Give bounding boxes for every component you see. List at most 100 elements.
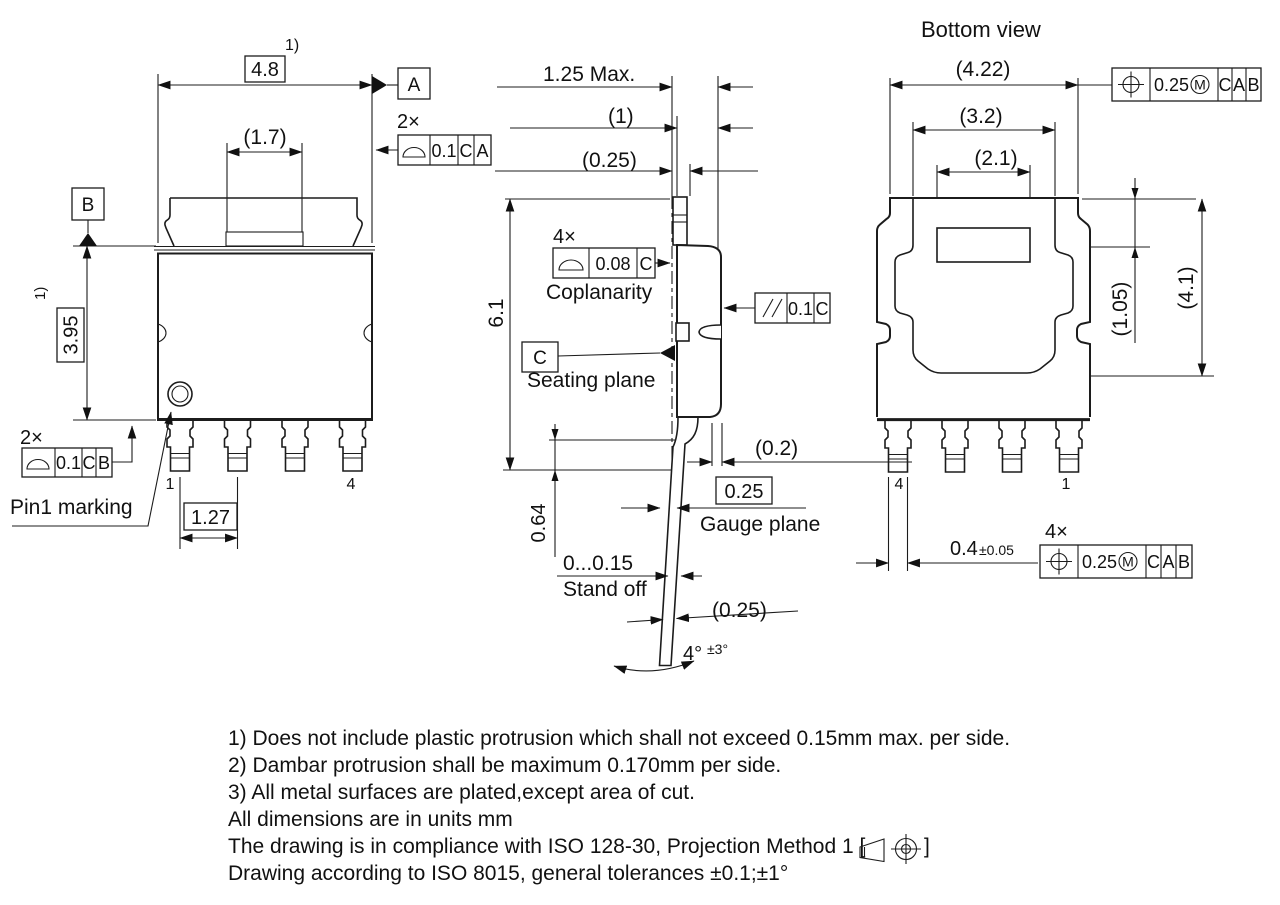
pin xyxy=(941,421,969,473)
dim-height: 3.95 xyxy=(61,316,83,355)
note-2: 2) Dambar protrusion shall be maximum 0.… xyxy=(228,754,781,777)
coplanarity-qty: 4× xyxy=(553,226,576,248)
note-5-prefix: The drawing is in compliance with ISO 12… xyxy=(228,835,865,858)
datum-triangle-icon xyxy=(372,76,387,94)
datum-b-box xyxy=(71,187,105,221)
datum-a: A xyxy=(372,67,431,100)
pin1-marking-dot xyxy=(167,381,193,407)
position-top-d3: B xyxy=(1247,75,1259,95)
side-bump-edge xyxy=(675,322,690,342)
dim-max-height: 1.25 Max. xyxy=(543,63,635,86)
datum-c-box xyxy=(521,341,559,373)
position-bottom-d2: A xyxy=(1162,552,1174,572)
pin-number-right: 1 xyxy=(1062,476,1071,493)
fcf-bottom-qty: 2× xyxy=(20,427,43,449)
height-note-sup: 1) xyxy=(32,287,49,300)
bottom-view-title: Bottom view xyxy=(921,17,1041,42)
position-top-d2: A xyxy=(1233,75,1245,95)
datum-b: B xyxy=(71,187,105,246)
fcf-position-bottom: 4× 0.25 M C A B xyxy=(1039,521,1193,579)
position-icon xyxy=(1118,71,1144,98)
datum-c: C Seating plane xyxy=(521,341,675,392)
body-outline xyxy=(157,252,373,420)
width-note-sup: 1) xyxy=(285,37,299,54)
position-bottom-d1: C xyxy=(1147,552,1160,572)
body-outline xyxy=(876,197,1091,417)
fcf-top-d1: C xyxy=(460,141,473,161)
notes-block: 1) Does not include plastic protrusion w… xyxy=(228,727,1010,885)
fcf-profile-top: 2× 0.1 C A xyxy=(375,111,492,166)
fcf-bottom-d1: C xyxy=(83,453,96,473)
bottom-view: Bottom view (4.22) (3.2) (2.1) 0.25 M xyxy=(856,17,1262,579)
fcf-top-tol: 0.1 xyxy=(431,141,456,161)
fcf-coplanarity: 4× 0.08 C Coplanarity xyxy=(546,226,671,304)
side-body xyxy=(658,196,722,667)
position-top-tol: 0.25 xyxy=(1154,75,1189,95)
datum-triangle-icon xyxy=(79,233,97,246)
dim-tab-height: (1.05) xyxy=(1109,282,1132,337)
dim-tab: (1.7) xyxy=(243,126,286,149)
dim-width: 4.8 xyxy=(251,59,279,81)
tab-edge xyxy=(672,196,688,246)
pin xyxy=(884,421,912,473)
coplanarity-label: Coplanarity xyxy=(546,281,653,304)
basic-dim-box-height xyxy=(56,307,85,363)
dim-gauge: 0.25 xyxy=(725,481,764,503)
dim-lead-tol: ±0.05 xyxy=(979,542,1014,558)
fcf-top-d2: A xyxy=(476,141,488,161)
tab-die-outline xyxy=(225,231,304,247)
position-icon xyxy=(1046,548,1072,575)
pin xyxy=(223,420,252,472)
dim-pitch: 1.27 xyxy=(191,507,230,529)
fcf-position-top: 0.25 M C A B xyxy=(1111,67,1262,102)
position-qty: 4× xyxy=(1045,521,1068,543)
fcf-parallelism: 0.1 C xyxy=(723,292,831,324)
pin xyxy=(166,420,194,472)
note-5-suffix: ] xyxy=(924,835,930,858)
front-extension-lines xyxy=(73,74,373,549)
tab-outline xyxy=(164,197,363,247)
dim-angle: 4° xyxy=(683,643,702,665)
basic-dim-box-width xyxy=(244,55,286,83)
dim-lead-width: 0.4 xyxy=(950,538,978,560)
pin-number-left: 4 xyxy=(895,476,904,493)
front-body xyxy=(154,197,375,472)
fcf-bottom-d2: B xyxy=(98,453,110,473)
datum-b-letter: B xyxy=(82,195,95,216)
basic-dim-box-pitch xyxy=(183,502,238,531)
side-view: 1.25 Max. (1) (0.25) 6.1 4× 0.08 C Copla… xyxy=(485,63,912,674)
pin xyxy=(998,421,1026,473)
dim-die-width: (2.1) xyxy=(974,147,1017,170)
pin xyxy=(281,420,309,472)
bottom-body xyxy=(876,197,1091,473)
exposed-pad-outline xyxy=(894,198,1074,374)
pin1-marking-leader xyxy=(12,411,173,527)
note-1: 1) Does not include plastic protrusion w… xyxy=(228,727,1010,750)
note-4: All dimensions are in units mm xyxy=(228,808,513,831)
dim-lead-offset: (0.2) xyxy=(755,437,798,460)
angle-arc xyxy=(613,660,695,674)
dim-pad-height: (4.1) xyxy=(1175,266,1198,309)
basic-dim-box-gauge xyxy=(715,476,773,505)
profile-of-surface-icon xyxy=(558,259,584,271)
datum-triangle-icon xyxy=(660,345,675,361)
parallelism-d1: C xyxy=(816,299,829,319)
dim-tab-width: (4.22) xyxy=(956,58,1011,81)
fcf-profile-bottom: 2× 0.1 C B xyxy=(20,425,137,478)
side-bump-right xyxy=(363,323,373,343)
fcf-bottom-tol: 0.1 xyxy=(56,453,81,473)
dim-foot-thickness: (0.25) xyxy=(712,599,767,622)
gauge-plane-label: Gauge plane xyxy=(700,513,820,536)
dim-standoff: 0...0.15 xyxy=(563,552,633,575)
note-6: Drawing according to ISO 8015, general t… xyxy=(228,862,788,885)
coplanarity-d1: C xyxy=(640,254,653,274)
seating-plane-label: Seating plane xyxy=(527,369,655,392)
position-bottom-mod: M xyxy=(1122,554,1134,570)
pin1-marking-label: Pin1 marking xyxy=(10,496,133,519)
standoff-label: Stand off xyxy=(563,578,647,601)
mold-tongue xyxy=(698,324,722,340)
note-3: 3) All metal surfaces are plated,except … xyxy=(228,781,695,804)
profile-of-surface-icon xyxy=(402,147,426,158)
